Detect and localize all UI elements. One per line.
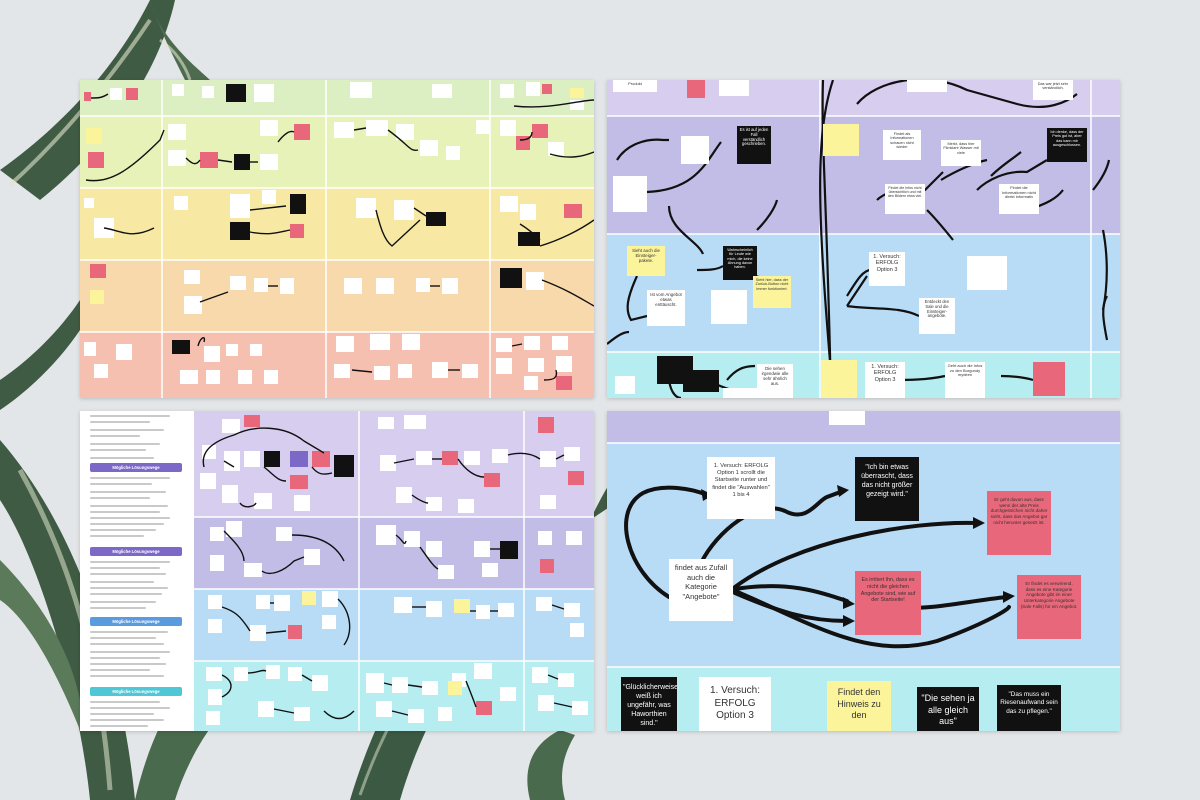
- sticky-note-yellow-hinweis[interactable]: Findet den Hinweis zu den: [827, 681, 891, 731]
- sticky-note-black-ueberrascht[interactable]: "Ich bin etwas überrascht, dass das nich…: [855, 457, 919, 521]
- sticky-note-pink[interactable]: [1033, 362, 1065, 396]
- sticky-note-black-riesenaufwand[interactable]: "Das muss ein Riesenaufwand sein das zu …: [997, 685, 1061, 731]
- sticky-note-white[interactable]: [967, 256, 1007, 290]
- journey-map-detail-zoom[interactable]: 1. Versuch: ERFOLG Option 1 scrollt die …: [607, 411, 1120, 731]
- sticky-note-black[interactable]: [683, 370, 719, 392]
- sticky-note-white-sale[interactable]: Entdeckt den Sale und die Einsteiger-ang…: [919, 298, 955, 334]
- sticky-note-white-versuch-option3[interactable]: 1. Versuch: ERFOLG Option 3: [699, 677, 771, 731]
- sticky-note-white-infos[interactable]: Findet als Informationen schauen nicht w…: [883, 130, 921, 160]
- sticky-note-white-versuch-option3[interactable]: 1. Versuch: ERFOLG Option 3: [869, 252, 905, 286]
- sticky-note-yellow[interactable]: [823, 124, 859, 156]
- sticky-note-pink[interactable]: [687, 80, 705, 98]
- sticky-note-yellow-einsteiger[interactable]: Sieht auch die Einsteiger-pakete.: [627, 246, 665, 276]
- sticky-note-white-uebersichtlich[interactable]: Findet die Infos nicht übersichtlich und…: [885, 184, 925, 214]
- sticky-note-white[interactable]: [711, 290, 747, 324]
- journey-map-with-sidebar[interactable]: Mögliche Lösungswege Mögliche Lösungsweg…: [80, 411, 594, 731]
- sticky-note-pink-preis[interactable]: Er geht davon aus, dass wenn der alte Pr…: [987, 491, 1051, 555]
- sticky-note-white-filmklare[interactable]: Merkt, dass hier Filmklare Wasser mit vi…: [941, 140, 981, 166]
- journey-with-sidebar-canvas: [194, 411, 594, 731]
- sticky-note-black-preis[interactable]: Ich denke, dass der Preis gut ist, aber …: [1047, 128, 1087, 162]
- overview-canvas: [80, 80, 594, 398]
- sticky-note-white[interactable]: [613, 176, 647, 212]
- sticky-note-white-enttaeuscht[interactable]: Ist vom Angebot etwas enttäuscht.: [647, 290, 685, 326]
- sticky-note-white-burgundy[interactable]: Geht auch die Infos zu den Burgundy myde…: [945, 362, 985, 398]
- sticky-note-white[interactable]: [615, 376, 635, 394]
- sticky-note-white[interactable]: [907, 80, 947, 92]
- sidebar-heading-4[interactable]: Mögliche Lösungswege: [90, 687, 182, 696]
- sticky-note-black-ahnung[interactable]: Wahrscheinlich für Leute wie mich, die k…: [723, 246, 757, 280]
- sticky-notes: [84, 82, 584, 390]
- sidebar-heading-3[interactable]: Mögliche Lösungswege: [90, 617, 182, 626]
- sticky-note-white[interactable]: [723, 388, 757, 398]
- sticky-note-pink-irritiert[interactable]: Es irritiert ihn, dass es nicht die glei…: [855, 571, 921, 635]
- sticky-note-black-haworthien[interactable]: "Glücklicherweise weiß ich ungefähr, was…: [621, 677, 677, 731]
- sticky-note-white-versuch-option3-b[interactable]: 1. Versuch: ERFOLG Option 3: [865, 362, 905, 398]
- solution-sidebar: Mögliche Lösungswege Mögliche Lösungsweg…: [80, 411, 194, 731]
- sticky-note-white[interactable]: [719, 80, 749, 96]
- sticky-note-white-aehnlich[interactable]: Die sehen irgendwie alle sehr ähnlich au…: [757, 364, 793, 398]
- sidebar-heading-2[interactable]: Mögliche Lösungswege: [90, 547, 182, 556]
- sticky-note-white-angebote[interactable]: findet aus Zufall auch die Kategorie "An…: [669, 559, 733, 621]
- sticky-note-black-verstaendlich[interactable]: Es ist auf jeden Fall verständlich gesch…: [737, 126, 771, 164]
- sticky-note-pink-verwirrend[interactable]: Er findet es verwirrend, dass es eine Ka…: [1017, 575, 1081, 639]
- sticky-note-yellow-zurueck[interactable]: Sieht hier, dass der Zurück-Button nicht…: [753, 276, 791, 308]
- sticky-note-white-verstaendlich[interactable]: Das war jetzt sehr verständlich.: [1033, 80, 1073, 100]
- sticky-note-white-informativ[interactable]: Findet die Informationen nicht direkt in…: [999, 184, 1039, 214]
- sidebar-heading-1[interactable]: Mögliche Lösungswege: [90, 463, 182, 472]
- sticky-note-produkt[interactable]: Produkt: [613, 80, 657, 92]
- sticky-note-yellow[interactable]: [821, 360, 857, 398]
- zoom-mid-lanes: [607, 80, 1120, 398]
- sticky-note-versuch-option1[interactable]: 1. Versuch: ERFOLG Option 1 scrollt die …: [707, 457, 775, 519]
- journey-map-overview-warm[interactable]: [80, 80, 594, 398]
- journey-map-zoom-mid[interactable]: Produkt Es ist auf jeden Fall verständli…: [607, 80, 1120, 398]
- sticky-note-white[interactable]: [681, 136, 709, 164]
- sticky-note-black-gleich[interactable]: "Die sehen ja alle gleich aus": [917, 687, 979, 731]
